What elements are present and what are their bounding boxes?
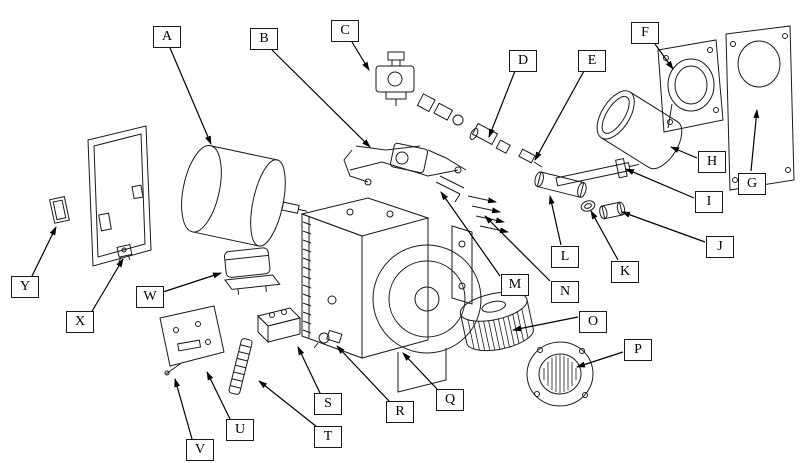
callout-label-v: V: [186, 439, 214, 461]
part-transformer: [257, 307, 301, 344]
part-cover-panel: [87, 125, 152, 267]
part-gas-valve: [375, 51, 415, 106]
callout-label-a: A: [153, 26, 181, 48]
part-blower-wheel: [459, 291, 534, 352]
callout-label-n: N: [551, 281, 579, 303]
part-end-cone: [526, 341, 594, 407]
part-pipe-fittings: [416, 93, 543, 168]
part-sleeve: [599, 201, 626, 220]
callout-label-r: R: [386, 401, 414, 423]
callout-label-i: I: [695, 191, 723, 213]
part-gasket-plate: [725, 25, 795, 191]
part-electrode-assembly: [435, 175, 465, 203]
callout-label-k: K: [611, 261, 639, 283]
callout-arrows: [31, 41, 760, 440]
callout-label-b: B: [250, 28, 278, 50]
callout-label-s: S: [314, 393, 342, 415]
callout-label-j: J: [706, 236, 734, 258]
callout-label-f: F: [631, 22, 659, 44]
callout-label-o: O: [579, 311, 607, 333]
callout-label-c: C: [331, 20, 359, 42]
part-mounting-flange: [657, 39, 724, 133]
callout-label-u: U: [226, 419, 254, 441]
part-tube: [534, 171, 587, 198]
part-ring: [580, 200, 596, 212]
callout-label-x: X: [66, 311, 94, 333]
part-vane-plate: [467, 195, 509, 234]
callout-label-q: Q: [436, 389, 464, 411]
callout-label-m: M: [501, 274, 529, 296]
part-spring-strip: [228, 338, 253, 395]
part-fuel-line-assembly: [343, 142, 467, 186]
callout-label-d: D: [509, 50, 537, 72]
part-fitting: [313, 329, 343, 349]
callout-label-e: E: [578, 50, 606, 72]
part-motor: [181, 145, 308, 247]
part-switch: [116, 244, 133, 263]
callout-label-p: P: [624, 339, 652, 361]
callout-label-t: T: [314, 426, 342, 448]
part-rod: [555, 157, 640, 187]
part-pin: [164, 363, 181, 376]
callout-label-l: L: [551, 246, 579, 268]
part-burner-housing: [300, 197, 482, 393]
callout-label-h: H: [698, 151, 726, 173]
part-mounting-plate: [159, 305, 225, 367]
callout-label-g: G: [738, 173, 766, 195]
part-control-box: [223, 247, 281, 295]
callout-label-y: Y: [11, 276, 39, 298]
callout-label-w: W: [136, 286, 164, 308]
part-card: [49, 196, 70, 224]
